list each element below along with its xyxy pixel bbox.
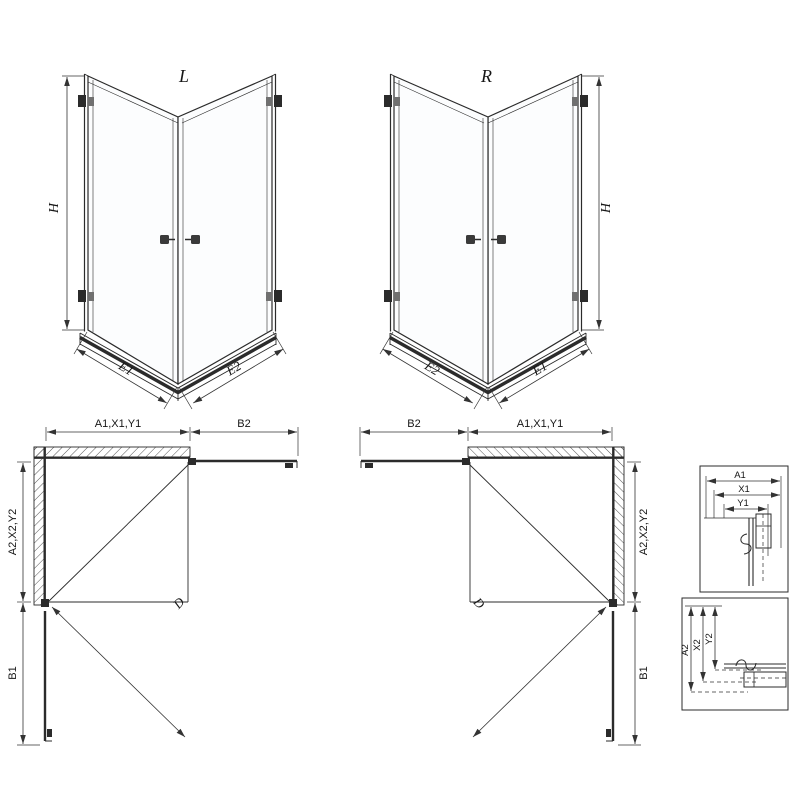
detail-dim-label-a1: A1: [734, 470, 746, 481]
detail-view-vertical: A2 X2 Y2: [680, 597, 789, 711]
glass-door-panel-right: [177, 73, 277, 386]
detail-horizontal-dimensions: [705, 476, 782, 556]
width-dimensions: [73, 331, 287, 410]
door-handles: [160, 235, 200, 244]
dim-label-e1-left: E1: [115, 357, 136, 378]
top-dimension-lines: [45, 427, 299, 456]
dim-label-a2x2y2-left: A2,X2,Y2: [7, 509, 19, 555]
perspective-geometry-right: [380, 74, 604, 409]
dim-label-b1-left: B1: [7, 666, 19, 679]
dim-label-a1x1y1-left: A1,X1,Y1: [95, 418, 141, 430]
door-open-side: [41, 599, 52, 742]
detail-dim-label-a2: A2: [680, 644, 691, 656]
enclosure-edges: [46, 462, 189, 603]
plan-geometry-left: [17, 427, 299, 746]
detail-horizontal-profile: [704, 513, 772, 586]
dim-label-b1-right: B1: [638, 666, 650, 679]
dim-label-a2x2y2-right: A2,X2,Y2: [638, 509, 650, 555]
dim-label-d-right: D: [470, 594, 488, 612]
wall-profiles-hatched: [33, 446, 191, 606]
detail-dim-label-x2: X2: [692, 639, 703, 651]
dim-label-e2-right: E2: [421, 357, 442, 378]
variant-label-left: L: [178, 66, 189, 86]
dim-label-a1x1y1-right: A1,X1,Y1: [517, 418, 563, 430]
dim-label-e1-right: E1: [529, 358, 550, 379]
dim-label-b2-right: B2: [407, 418, 420, 430]
detail-vertical-dimensions: [685, 605, 762, 693]
detail-vertical-profile: [724, 659, 787, 688]
wall-hinges: [78, 95, 282, 302]
perspective-geometry-left: [62, 73, 287, 410]
side-dimension-lines: [17, 461, 40, 746]
dim-label-h-left: H: [47, 202, 62, 214]
detail-dim-label-x1: X1: [738, 484, 750, 495]
glass-door-panel-left: [83, 73, 179, 386]
dim-label-d-left: D: [169, 594, 187, 612]
detail-box-border: [681, 597, 789, 711]
dim-label-e2-left: E2: [223, 358, 244, 379]
door-swing-diagonals: [48, 463, 190, 738]
door-open-top: [188, 458, 298, 468]
plan-geometry-right: [360, 427, 641, 745]
height-dimension: [62, 75, 85, 331]
detail-dim-label-y1: Y1: [737, 498, 749, 509]
detail-dim-label-y2: Y2: [704, 633, 715, 645]
detail-view-horizontal: A1 X1 Y1: [699, 465, 789, 593]
detail-box-border: [699, 465, 789, 593]
dim-label-h-right: H: [599, 202, 614, 214]
dim-label-b2-left: B2: [237, 418, 250, 430]
variant-label-right: R: [480, 66, 492, 86]
